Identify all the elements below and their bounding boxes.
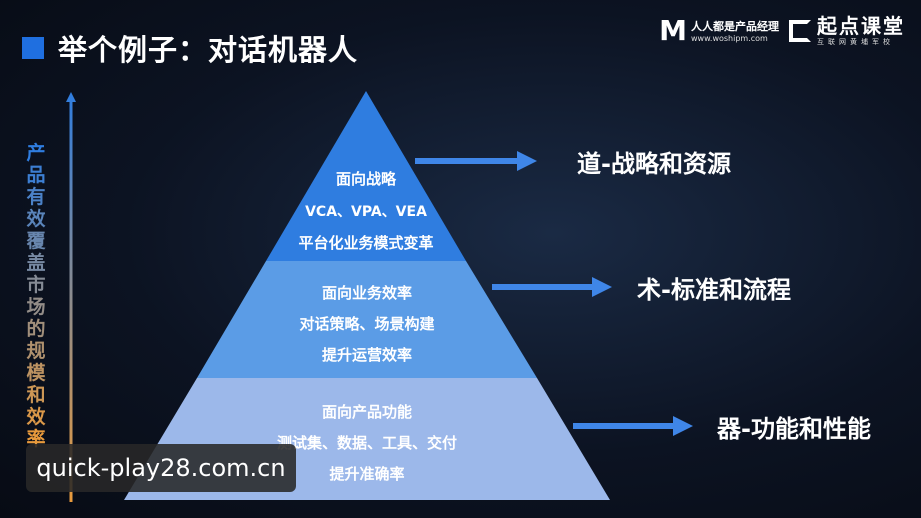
vertical-label-char: 品 [26, 164, 46, 186]
vertical-scale-label: 产品有效覆盖市场的规模和效率 [24, 142, 48, 450]
vertical-label-char: 效 [26, 406, 46, 428]
woshipm-url: www.woshipm.com [691, 34, 768, 43]
right-label-qi: 器-功能和性能 [717, 415, 871, 443]
vertical-label-char: 模 [26, 362, 46, 384]
tier-middle-heading: 面向业务效率 [321, 284, 412, 302]
vertical-label-char: 的 [26, 318, 46, 340]
tier-bottom-line1: 测试集、数据、工具、交付 [276, 434, 457, 452]
qidian-sub: 互联网黄埔军校 [817, 37, 894, 46]
tier-top-heading: 面向战略 [335, 170, 396, 188]
tier-middle-line2: 提升运营效率 [321, 346, 412, 364]
vertical-label-char: 效 [26, 208, 46, 230]
vertical-label-char: 覆 [26, 230, 46, 252]
qidian-logo-icon [789, 19, 811, 42]
tier-top-line1: VCA、VPA、VEA [305, 204, 427, 220]
woshipm-name: 人人都是产品经理 [691, 20, 779, 33]
vertical-label-char: 产 [26, 142, 46, 164]
arrow-top-icon [415, 151, 537, 171]
watermark-banner: quick-play28.com.cn [26, 444, 296, 492]
woshipm-logo-text: 人人都是产品经理 www.woshipm.com [691, 18, 779, 43]
tier-bottom-heading: 面向产品功能 [321, 403, 412, 421]
vertical-label-char: 有 [26, 186, 46, 208]
vertical-label-char: 市 [26, 274, 46, 296]
right-label-shu: 术-标准和流程 [637, 276, 791, 304]
qidian-name: 起点课堂 [817, 13, 905, 38]
tier-top-line2: 平台化业务模式变革 [298, 234, 434, 252]
woshipm-logo-mark: M [659, 14, 687, 47]
tier-middle-line1: 对话策略、场景构建 [299, 315, 435, 333]
tier-bottom-line2: 提升准确率 [329, 465, 405, 483]
tier-middle-text: 面向业务效率 对话策略、场景构建 提升运营效率 [232, 282, 502, 365]
pyramid-tier-top [266, 91, 466, 261]
right-label-dao: 道-战略和资源 [577, 150, 731, 178]
arrow-bottom-icon [573, 416, 693, 436]
tier-bottom-text: 面向产品功能 测试集、数据、工具、交付 提升准确率 [232, 401, 502, 484]
title-square-icon [22, 37, 44, 59]
tier-top-text: 面向战略 VCA、VPA、VEA 平台化业务模式变革 [266, 168, 466, 253]
page-title: 举个例子：对话机器人 [58, 33, 359, 67]
vertical-label-char: 和 [26, 384, 46, 406]
vertical-label-char: 场 [26, 296, 46, 318]
arrow-middle-icon [492, 277, 612, 297]
qidian-logo-text: 起点课堂 互联网黄埔军校 [817, 15, 905, 47]
page-title-bar: 举个例子：对话机器人 [22, 28, 358, 68]
vertical-label-char: 盖 [26, 252, 46, 274]
vertical-label-char: 规 [26, 340, 46, 362]
pyramid-tier-middle [197, 261, 537, 378]
logo-area: M 人人都是产品经理 www.woshipm.com 起点课堂 互联网黄埔军校 [659, 14, 905, 47]
vertical-scale-arrow [66, 92, 76, 502]
